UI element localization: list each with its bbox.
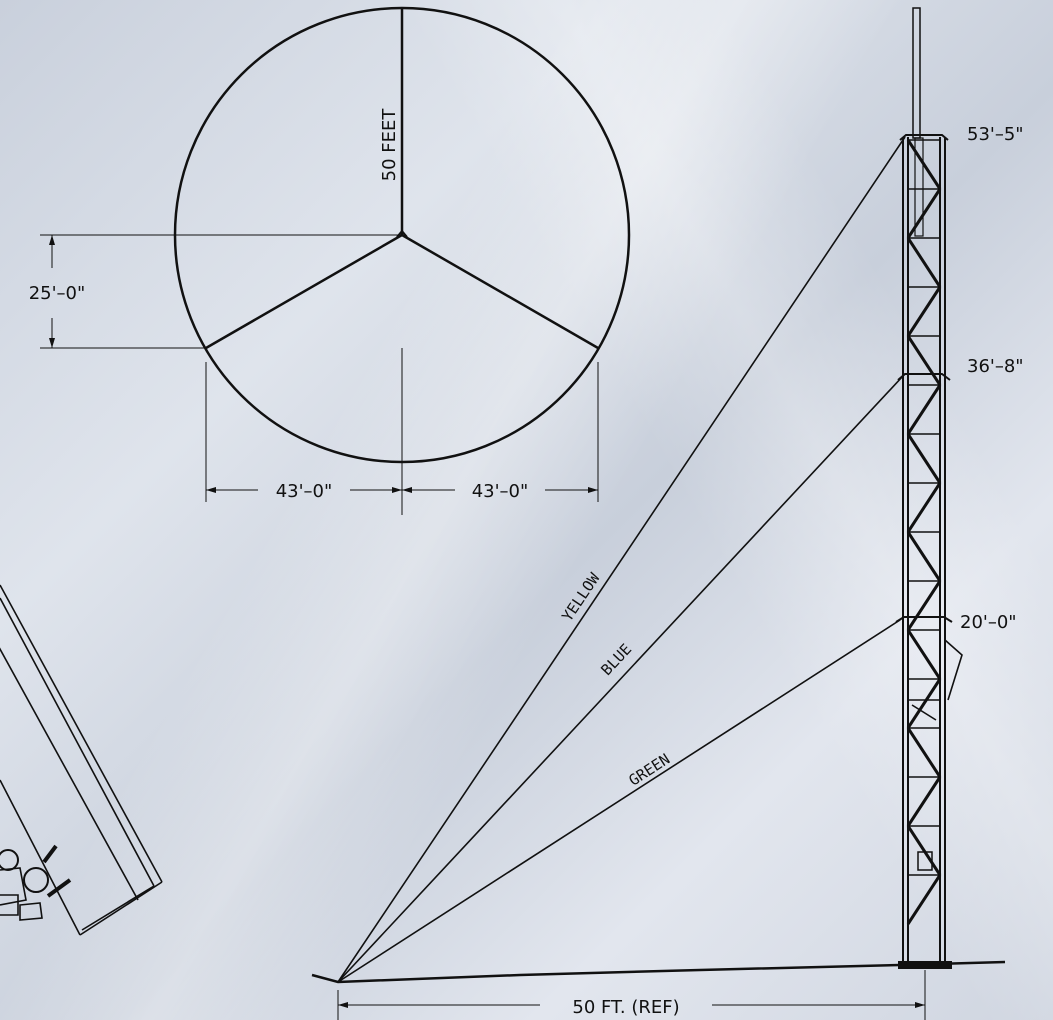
attachment-bracket-top	[899, 134, 949, 141]
trailer-detail	[0, 584, 163, 936]
attachment-bracket-bottom	[895, 616, 953, 623]
half-span-right-label: 43'–0"	[472, 481, 529, 502]
mast-pole	[912, 7, 921, 139]
elevation-view	[311, 7, 1006, 1020]
tower-lattice	[898, 137, 952, 969]
guy-wire-blue-label: BLUE	[597, 640, 635, 679]
winch-assembly	[908, 699, 940, 721]
guy-wire-blue	[337, 375, 904, 983]
guy-wire-yellow	[337, 136, 906, 983]
anchor-line-southwest	[205, 233, 403, 350]
radius-label: 50 FEET	[379, 108, 400, 182]
level-label-top: 53'–5"	[967, 124, 1024, 145]
anchor-line-southeast	[401, 233, 599, 350]
side-strut	[944, 639, 963, 701]
attachment-bracket-middle	[897, 373, 951, 381]
guy-wire-green	[337, 619, 901, 983]
half-span-left-label: 43'–0"	[276, 481, 333, 502]
level-label-bottom: 20'–0"	[960, 612, 1017, 633]
base-dimension-label: 50 FT. (REF)	[572, 997, 679, 1018]
plan-view	[40, 6, 631, 515]
mast-sleeve	[914, 137, 924, 237]
level-label-middle: 36'–8"	[967, 356, 1024, 377]
base-box	[917, 851, 933, 871]
offset-label: 25'–0"	[29, 283, 86, 304]
